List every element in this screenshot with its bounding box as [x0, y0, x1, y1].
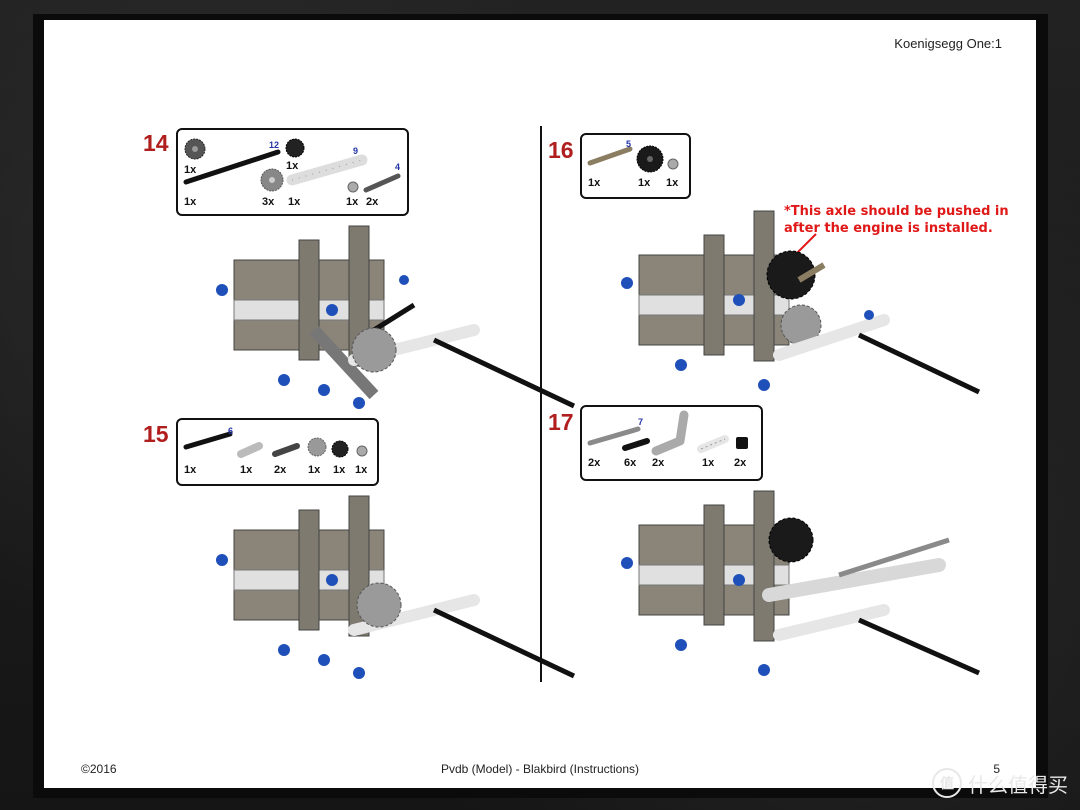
- step-16-number: 16: [548, 137, 574, 163]
- axle-part: [587, 426, 641, 446]
- footer-credits: Pvdb (Model) - Blakbird (Instructions): [440, 762, 640, 776]
- long-axle-part: [183, 149, 281, 185]
- step-14-number: 14: [143, 130, 169, 156]
- length-label: 6: [228, 426, 234, 436]
- qty: 6x: [624, 457, 637, 469]
- gear-part: [331, 440, 349, 458]
- qty: 1x: [286, 160, 299, 172]
- axle-part: [183, 431, 233, 450]
- step-15-assembly-illustration: [216, 495, 576, 679]
- step-14-assembly-illustration: [216, 225, 576, 409]
- column-divider: [540, 126, 542, 682]
- axle-connector-part: [697, 435, 729, 453]
- qty: 2x: [734, 457, 747, 469]
- qty: 2x: [652, 457, 665, 469]
- gear-part: [636, 145, 664, 173]
- gear-part: [184, 138, 206, 160]
- footer-copyright: ©2016: [81, 762, 117, 776]
- step-15-parts-box: 6 1x 1x 2x 1x 1x 1x: [176, 418, 379, 486]
- length-label: 5: [626, 139, 632, 149]
- axle-part: [587, 146, 633, 166]
- qty: 1x: [240, 464, 253, 476]
- step-16-parts-box: 5 1x 1x 1x: [580, 133, 691, 199]
- watermark-logo-icon: 值: [932, 768, 962, 798]
- gear-part: [260, 168, 284, 192]
- instruction-page: Koenigsegg One:1 14 1x 12 1x 1x 3x 9 1x …: [44, 20, 1036, 788]
- step-17-parts-box: 7 2x 6x 2x 1x 2x: [580, 405, 763, 481]
- qty: 1x: [702, 457, 715, 469]
- page-header-title: Koenigsegg One:1: [894, 36, 1002, 51]
- qty: 1x: [184, 164, 197, 176]
- pin-part: [622, 438, 650, 451]
- qty: 1x: [288, 196, 301, 208]
- length-label: 9: [353, 146, 359, 156]
- short-axle-part: [363, 173, 401, 193]
- step-17-number: 17: [548, 409, 574, 435]
- qty: 3x: [262, 196, 275, 208]
- axle-instruction-note: *This axle should be pushed in after the…: [784, 204, 1009, 236]
- qty: 1x: [333, 464, 346, 476]
- length-label: 12: [269, 140, 280, 150]
- qty: 2x: [274, 464, 287, 476]
- connector-part: [736, 437, 748, 449]
- qty: 1x: [346, 196, 359, 208]
- gear-part: [307, 437, 327, 457]
- step-14-parts-box: 1x 12 1x 1x 3x 9 1x 1x 4 2x: [176, 128, 409, 216]
- qty: 1x: [308, 464, 321, 476]
- site-watermark: 值 什么值得买: [932, 768, 1068, 798]
- qty: 1x: [355, 464, 368, 476]
- watermark-text: 什么值得买: [968, 774, 1068, 797]
- length-label: 4: [395, 162, 401, 172]
- bush-part: [356, 445, 368, 457]
- qty: 1x: [588, 177, 601, 189]
- qty: 1x: [184, 464, 197, 476]
- qty: 1x: [638, 177, 651, 189]
- qty: 2x: [366, 196, 379, 208]
- footer-page-number: 5: [993, 762, 1000, 776]
- bush-part: [667, 158, 679, 170]
- bush-part: [347, 181, 359, 193]
- beam-part: [286, 154, 368, 186]
- axle-connector-part: [237, 442, 263, 458]
- pin-part: [272, 443, 300, 457]
- gear-part: [285, 138, 305, 158]
- length-label: 7: [638, 417, 644, 427]
- step-15-number: 15: [143, 421, 169, 447]
- qty: 1x: [184, 196, 197, 208]
- qty: 2x: [588, 457, 601, 469]
- step-16-assembly-illustration: [621, 210, 981, 395]
- qty: 1x: [666, 177, 679, 189]
- step-17-assembly-illustration: [621, 490, 981, 676]
- angled-beam-part: [651, 410, 689, 456]
